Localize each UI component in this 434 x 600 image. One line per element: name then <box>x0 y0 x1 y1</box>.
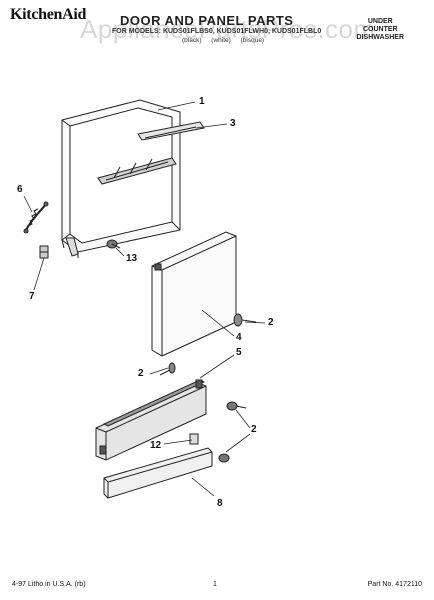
callout-part-2-c: 2 <box>251 424 257 435</box>
callout-part-5: 5 <box>236 347 242 358</box>
part-13-screw <box>106 239 121 249</box>
callout-part-1: 1 <box>199 96 205 107</box>
callout-part-6: 6 <box>17 184 23 195</box>
diagram-title: DOOR AND PANEL PARTS <box>120 13 294 28</box>
part-2-screw-a <box>233 313 257 327</box>
callout-part-13: 13 <box>126 253 138 264</box>
part-2-screw-d <box>218 453 230 463</box>
part-12-bracket <box>189 433 199 445</box>
footer-print-info: 4-97 Litho in U.S.A. (rb) <box>12 581 86 588</box>
part-8-toe-panel <box>103 447 213 499</box>
part-number: Part No. 4172110 <box>367 581 422 588</box>
appliance-type: UNDER COUNTER DISHWASHER <box>357 18 404 42</box>
callout-part-12: 12 <box>150 440 162 451</box>
callout-part-7: 7 <box>29 291 35 302</box>
appliance-type-line3: DISHWASHER <box>356 34 404 41</box>
part-7-clip <box>39 245 49 259</box>
part-5-control-panel <box>95 379 207 461</box>
callout-part-8: 8 <box>217 498 223 509</box>
brand-logo: KitchenAid <box>10 6 87 23</box>
part-4-outer-door-panel <box>151 231 237 357</box>
color-list: (black) (white) (bisque) <box>182 37 265 44</box>
part-3-hinge-bracket <box>97 121 205 185</box>
appliance-type-line1: UNDER <box>367 18 393 25</box>
callout-part-2-b: 2 <box>138 368 144 379</box>
part-2-screw-b <box>159 362 176 376</box>
part-6-spring <box>23 201 49 234</box>
leader-lines <box>23 101 266 497</box>
model-list: FOR MODELS: KUDS01FLBS0, KUDS01FLWH0, KU… <box>112 28 322 35</box>
page-number: 1 <box>213 581 217 588</box>
appliance-type-line2: COUNTER <box>362 26 398 33</box>
part-2-screw-c <box>226 401 247 411</box>
callout-part-2-a: 2 <box>268 317 274 328</box>
callout-part-3: 3 <box>230 118 236 129</box>
callout-part-4: 4 <box>236 332 242 343</box>
